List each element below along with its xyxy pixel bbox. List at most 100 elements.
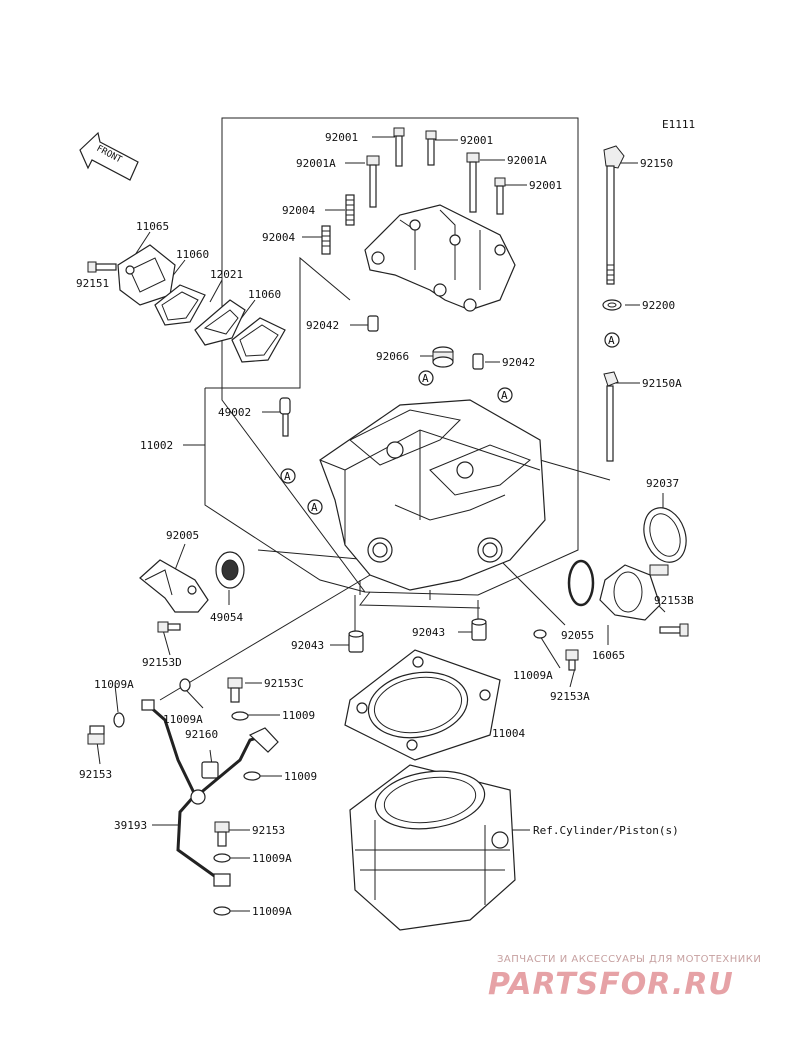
callout: 92151 (76, 277, 109, 290)
bolt-92151 (87, 261, 117, 273)
callout: 92153A (550, 690, 590, 703)
ref-marker-a-2: A (418, 370, 434, 386)
callout: 11060 (248, 288, 281, 301)
oil-pipe-39193 (141, 699, 279, 887)
dowel-92042-b (472, 353, 484, 370)
cylinder-head-11002 (319, 399, 546, 600)
svg-text:A: A (501, 389, 508, 402)
diagram-code: E1111 (662, 118, 695, 131)
bolt-92001-c (494, 177, 506, 215)
callout: 49002 (218, 406, 251, 419)
bolt-92001A-b (466, 152, 480, 213)
stud-92150A (603, 371, 619, 462)
washer-11009A-b1 (213, 853, 231, 863)
thermostat-49054 (215, 551, 245, 589)
washer-11009A-l1 (113, 712, 125, 728)
stud-92004-b (321, 225, 331, 255)
callout: 92153 (79, 768, 112, 781)
callout: 92001A (296, 157, 336, 170)
svg-text:A: A (284, 470, 291, 483)
washer-11009A-l2 (179, 678, 191, 692)
washer-92200 (602, 299, 622, 311)
callout: 92150 (640, 157, 673, 170)
dowel-92043-a (348, 630, 364, 653)
callout: 11009A (94, 678, 134, 691)
thermostat-cover-92005 (139, 559, 209, 613)
svg-text:A: A (311, 501, 318, 514)
seal-92066 (432, 346, 454, 368)
callout: 92001A (507, 154, 547, 167)
callout: 92042 (306, 319, 339, 332)
callout: 92153B (654, 594, 694, 607)
callout: 92004 (262, 231, 295, 244)
dowel-92042-a (367, 315, 379, 332)
gasket-11060-b (231, 317, 286, 363)
stud-92150 (603, 145, 625, 285)
callout: 11009 (284, 770, 317, 783)
callout: 92200 (642, 299, 675, 312)
callout: 11009 (282, 709, 315, 722)
callout: 92043 (412, 626, 445, 639)
callout: 11004 (492, 727, 525, 740)
callout: 92150A (642, 377, 682, 390)
bolt-92001-a (393, 127, 405, 167)
svg-text:A: A (608, 334, 615, 347)
bolt-92153C (227, 677, 243, 703)
ref-cylinder-label: Ref.Cylinder/Piston(s) (533, 824, 679, 837)
bracket-92160 (201, 761, 219, 779)
holder-16065 (599, 564, 661, 621)
callout: 92160 (185, 728, 218, 741)
svg-text:A: A (422, 372, 429, 385)
callout: 92153D (142, 656, 182, 669)
callout: 92153C (264, 677, 304, 690)
callout: 92037 (646, 477, 679, 490)
bolt-92153B (659, 623, 689, 637)
watermark-logo: PARTSFOR.RU (488, 967, 734, 1002)
callout: 92153 (252, 824, 285, 837)
bolt-92153A (565, 649, 579, 671)
ref-marker-a-1: A (604, 332, 620, 348)
callout: 49054 (210, 611, 243, 624)
cylinder-ref (349, 764, 516, 931)
assembly-outline (204, 117, 611, 609)
callout: 11065 (136, 220, 169, 233)
bolt-92153-b (214, 821, 230, 847)
bolt-92153D (157, 621, 181, 633)
callout: 92066 (376, 350, 409, 363)
washer-11009-a (231, 711, 249, 721)
bolt-92153-a (87, 725, 105, 745)
callout: 92004 (282, 204, 315, 217)
stud-92004-a (345, 194, 355, 226)
callout: 16065 (592, 649, 625, 662)
bolt-92001-b (425, 130, 437, 166)
o-ring-92055 (567, 559, 595, 607)
ref-marker-a-3: A (497, 387, 513, 403)
washer-11009A-b2 (213, 906, 231, 916)
callout: 11060 (176, 248, 209, 261)
callout: 92001 (529, 179, 562, 192)
washer-11009-b (243, 771, 261, 781)
callout: 11009A (163, 713, 203, 726)
ref-marker-a-5: A (307, 499, 323, 515)
clamp-92037 (643, 507, 687, 576)
gasket-11060-a (154, 284, 206, 326)
reed-plate-12021 (194, 299, 246, 346)
callout: 11009A (252, 905, 292, 918)
bolt-92001A-a (366, 155, 380, 208)
washer-11009A-right (533, 629, 547, 639)
head-gasket-11004 (344, 649, 501, 761)
valve-guide-49002 (279, 397, 291, 437)
callout: 12021 (210, 268, 243, 281)
callout: 92042 (502, 356, 535, 369)
callout: 92001 (325, 131, 358, 144)
dowel-92043-b (471, 618, 487, 641)
callout: 11009A (252, 852, 292, 865)
callout: 92005 (166, 529, 199, 542)
callout: 92043 (291, 639, 324, 652)
camshaft-holder (364, 204, 516, 312)
callout: 11009A (513, 669, 553, 682)
ref-marker-a-4: A (280, 468, 296, 484)
callout: 92055 (561, 629, 594, 642)
front-arrow-icon: FRONT (79, 131, 139, 181)
